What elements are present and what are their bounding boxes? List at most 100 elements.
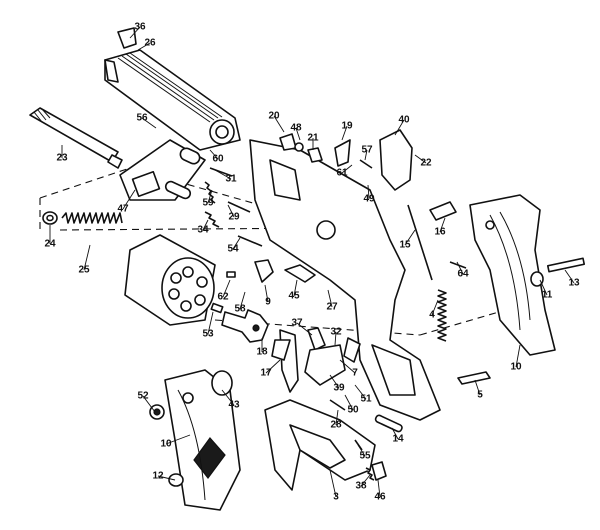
callout-c29: 29 xyxy=(228,212,240,223)
leader-line-c39 xyxy=(329,374,340,389)
leader-line-c34 xyxy=(202,219,209,231)
callout-c52: 52 xyxy=(137,391,149,402)
pin-54-part xyxy=(237,235,263,247)
callout-c59: 59 xyxy=(202,198,214,209)
callout-c51: 51 xyxy=(360,394,372,405)
part-21 xyxy=(307,147,323,163)
part-46 xyxy=(371,461,387,481)
callout-c14: 14 xyxy=(392,434,404,445)
callout-c34: 34 xyxy=(197,225,209,236)
pin-57 xyxy=(359,159,373,169)
callout-c32: 32 xyxy=(330,327,342,338)
hammer-part xyxy=(379,129,413,191)
callout-c48: 48 xyxy=(290,123,302,134)
leader-line-c28 xyxy=(335,409,339,426)
pin-29-part xyxy=(227,201,251,213)
leader-line-c40 xyxy=(394,119,405,136)
part-20 xyxy=(279,133,297,151)
pin-31-part xyxy=(209,167,233,177)
callout-c12: 12 xyxy=(152,471,164,482)
leader-line-c62 xyxy=(222,279,231,298)
hand-part xyxy=(284,264,316,283)
left-grip-part xyxy=(164,369,241,511)
spring-34-part xyxy=(204,211,220,228)
callout-c39: 39 xyxy=(333,383,345,394)
ejector-star-part xyxy=(221,309,269,343)
ejector-housing-part xyxy=(119,139,206,201)
leader-line-c10l xyxy=(165,434,191,445)
screw-12-part xyxy=(168,473,184,487)
frame-part xyxy=(249,139,441,421)
callout-c60: 60 xyxy=(212,154,224,165)
spring-59-part xyxy=(204,181,216,204)
leader-line-c38 xyxy=(360,474,371,487)
callout-c15: 15 xyxy=(399,240,411,251)
sear-part xyxy=(304,344,346,386)
barrel-shroud-part xyxy=(104,49,241,151)
callout-c55: 55 xyxy=(359,451,371,462)
callout-c10r: 10 xyxy=(510,362,522,373)
callout-c26: 26 xyxy=(144,38,156,49)
leader-line-c50 xyxy=(344,394,354,411)
screw-13-part xyxy=(546,257,586,273)
part-19 xyxy=(334,139,351,167)
nut-11-part xyxy=(530,271,544,287)
callout-c64: 64 xyxy=(457,269,469,280)
part-37 xyxy=(307,327,326,351)
callout-c61: 61 xyxy=(336,168,348,179)
leader-line-c26 xyxy=(137,42,151,51)
callout-c13: 13 xyxy=(568,278,580,289)
leader-line-c22 xyxy=(414,154,427,164)
pin-14-part xyxy=(374,414,403,433)
leader-line-c56 xyxy=(141,117,157,129)
leader-line-c37 xyxy=(296,322,313,336)
leader-line-c5 xyxy=(474,379,481,396)
part-48 xyxy=(294,142,304,152)
callout-c7: 7 xyxy=(352,368,358,379)
leader-line-c43 xyxy=(221,389,235,406)
leader-line-c45 xyxy=(293,279,298,297)
leader-line-c3 xyxy=(329,469,337,498)
callout-c16: 16 xyxy=(434,227,446,238)
callout-c46: 46 xyxy=(374,492,386,503)
callout-c47: 47 xyxy=(117,204,129,215)
callout-c5: 5 xyxy=(477,390,483,401)
leader-line-c46 xyxy=(377,479,381,498)
callout-c23: 23 xyxy=(56,153,68,164)
callout-c54: 54 xyxy=(227,244,239,255)
leader-line-c52 xyxy=(142,395,156,413)
callout-c37: 37 xyxy=(291,318,303,329)
part-17 xyxy=(271,339,291,361)
callout-c49: 49 xyxy=(363,194,375,205)
leader-line-c51 xyxy=(354,384,367,400)
leader-line-c14 xyxy=(391,427,399,440)
leader-line-c36 xyxy=(129,26,141,39)
leader-line-c12 xyxy=(157,475,176,481)
leader-line-c55 xyxy=(357,444,366,457)
part-5 xyxy=(457,371,491,385)
leader-line-c60 xyxy=(209,149,219,160)
leader-line-c4 xyxy=(431,299,439,316)
latch-9-part xyxy=(254,259,274,283)
leader-line-c11 xyxy=(539,279,548,296)
leader-line-c25 xyxy=(83,244,91,271)
leader-line-c15 xyxy=(404,229,416,246)
pin-62-part xyxy=(226,271,236,278)
callout-c19: 19 xyxy=(341,121,353,132)
leader-line-c20 xyxy=(273,115,285,133)
callout-c50: 50 xyxy=(347,405,359,416)
barrel-part xyxy=(29,107,123,169)
callout-c57: 57 xyxy=(361,145,373,156)
callout-c20: 20 xyxy=(268,111,280,122)
leader-line-c53 xyxy=(207,311,214,335)
leader-line-c49 xyxy=(367,184,370,200)
trigger-guard-part xyxy=(264,399,376,491)
leader-line-c27 xyxy=(327,289,333,308)
callout-c25: 25 xyxy=(78,265,90,276)
front-sight-part xyxy=(117,27,137,49)
callout-c3: 3 xyxy=(333,492,339,503)
callout-c31: 31 xyxy=(225,174,237,185)
spring-4-part xyxy=(437,289,447,342)
